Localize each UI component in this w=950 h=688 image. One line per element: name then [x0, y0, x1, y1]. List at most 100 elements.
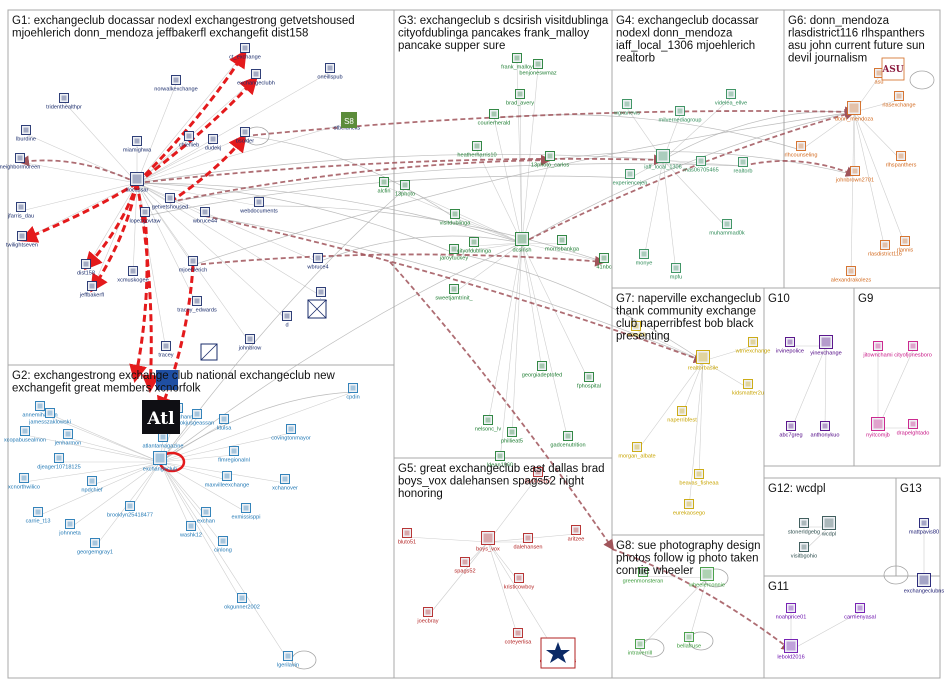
node-neighbormoreen[interactable]: neighbormoreen	[0, 153, 40, 171]
node-cityofjonesboro[interactable]: cityofjonesboro	[894, 341, 932, 359]
node-yinexchange[interactable]: yinexchange	[810, 335, 842, 357]
node-wheelerconnie[interactable]: wheelerconnie	[688, 567, 725, 589]
node-realtorb[interactable]: realtorb	[734, 157, 753, 175]
node-jfarris-dau[interactable]: jfarris_dau	[7, 202, 34, 220]
node-norwalkexchange[interactable]: norwalkexchange	[154, 75, 198, 93]
node-maxvilleexchange[interactable]: maxvilleexchange	[205, 471, 249, 489]
node-wgxanews[interactable]: wgxanews	[613, 99, 640, 117]
node-xchanover[interactable]: xchanover	[272, 474, 298, 492]
node-iaff-local-1306[interactable]: iaff_local_1306	[644, 149, 682, 171]
node-jaroytuckey[interactable]: jaroytuckey	[439, 244, 468, 262]
node-lgerilavin[interactable]: lgerilavin	[277, 651, 299, 669]
node-brad-avery[interactable]: brad_avery	[506, 89, 534, 107]
node-miamighwa[interactable]: miamighwa	[123, 136, 152, 154]
node-jamesszaklowski[interactable]: jamesszaklowski	[28, 408, 71, 426]
node-twilightseven[interactable]: twilightseven	[6, 231, 38, 249]
node-covingtonmayor[interactable]: covingtonmayor	[271, 424, 311, 442]
node-donn-mendoza[interactable]: donn_mendoza	[835, 101, 874, 123]
node-tridenthealthpr[interactable]: tridenthealthpr	[46, 93, 82, 111]
node-wbruce4[interactable]: wbruce4	[306, 253, 329, 271]
node-wcdpl[interactable]: wcdpl	[821, 516, 836, 538]
node-tracey-edwards[interactable]: tracey_edwards	[177, 296, 217, 314]
node-bellafruse[interactable]: bellafruse	[677, 632, 701, 650]
node-docassar[interactable]: docassar	[126, 172, 149, 194]
node-videlea-ellve[interactable]: videlea_ellve	[715, 89, 747, 107]
node-exmissisppi[interactable]: exmissisppi	[232, 503, 261, 521]
node-sweetjamtrinit-[interactable]: sweetjamtrinit_	[435, 284, 474, 302]
node-intraverrill[interactable]: intraverrill	[628, 639, 652, 657]
node-mas06705465[interactable]: mas06705465	[683, 156, 719, 174]
node-boys-vox[interactable]: boys_vox	[476, 531, 500, 553]
node-fphospital[interactable]: fphospital	[577, 372, 601, 390]
node-tracey[interactable]: tracey	[158, 341, 174, 359]
node-benjoneswmaz[interactable]: benjoneswmaz	[519, 59, 557, 77]
node-jenharmon[interactable]: jenharmon	[54, 429, 81, 447]
node-lebold2016[interactable]: lebold2016	[777, 639, 805, 661]
node-kidsmatter2u[interactable]: kidsmatter2u	[732, 379, 764, 397]
node-spags52[interactable]: spags52	[454, 557, 476, 575]
node-cityofdublinga[interactable]: cityofdublinga	[457, 237, 492, 255]
node-flmregionalnl[interactable]: flmregionalnl	[218, 446, 250, 464]
node-kristicowboy[interactable]: kristicowboy	[504, 573, 535, 591]
node-djeager10718125[interactable]: djeager10718125	[37, 453, 81, 471]
node-morgan-albate[interactable]: morgan_albate	[618, 442, 656, 460]
node-washk12[interactable]: washk12	[179, 521, 202, 539]
node-chieflieb[interactable]: chieflieb	[179, 131, 200, 149]
node-coteyerlisa[interactable]: coteyerlisa	[505, 628, 533, 646]
node-jaydavis17[interactable]: jaydavis17	[524, 467, 551, 485]
node-npdchief[interactable]: npdchief	[81, 476, 103, 494]
node-dcsirish[interactable]: dcsirish	[513, 232, 532, 254]
node-okgunner2002[interactable]: okgunner2002	[224, 593, 260, 611]
node-frank-malloy[interactable]: frank_malloy	[501, 53, 533, 71]
node-nelsonc-lv[interactable]: nelsonc_lv	[475, 415, 502, 433]
node-brooklyn25418477[interactable]: brooklyn25418477	[107, 501, 153, 519]
node-greenmonsteran[interactable]: greenmonsteran	[623, 567, 664, 585]
node-naperribfest[interactable]: naperribfest	[667, 406, 697, 424]
node-mattpavis80[interactable]: mattpavis80	[909, 518, 939, 536]
node-gadcenutrition[interactable]: gadcenutrition	[550, 431, 586, 449]
node-courierherald[interactable]: courierherald	[478, 109, 511, 127]
node-visitbgohio[interactable]: visitbgohio	[791, 542, 817, 560]
node-carmenyasal[interactable]: carmenyasal	[844, 603, 876, 621]
node-41nbc[interactable]: 41nbc	[596, 253, 612, 271]
node-alcfin[interactable]: alcfin	[377, 177, 391, 195]
node-exchangeclub[interactable]: exchangeclub	[143, 451, 178, 473]
node-exchangeclubh[interactable]: exchangeclubh	[237, 69, 275, 87]
node-phillieat5[interactable]: phillieat5	[501, 427, 523, 445]
node-wtrnexchange[interactable]: wtrnexchange	[735, 337, 771, 355]
node-lopezgovtaw[interactable]: lopezgovtaw	[129, 207, 162, 225]
node-webdocuments[interactable]: webdocuments	[239, 197, 278, 215]
node-abc7greg[interactable]: abc7greg	[779, 421, 803, 439]
node-lburdine[interactable]: lburdine	[16, 125, 36, 143]
node-cpdin[interactable]: cpdin	[346, 383, 360, 401]
node-aritzee[interactable]: aritzee	[568, 525, 585, 543]
node-rlannis[interactable]: rlannis	[897, 236, 914, 254]
node-okjusgeassan[interactable]: okjusgeassan	[180, 409, 214, 427]
node-alexandrakolezs[interactable]: alexandrakolezs	[831, 266, 872, 284]
node-milvernediagroup[interactable]: milvernediagroup	[659, 106, 702, 124]
node-annemihaelen[interactable]: annemihaelen	[22, 401, 58, 419]
node-oneillspub[interactable]: oneillspub	[317, 63, 343, 81]
node-morrisbankga[interactable]: morrisbankga	[545, 235, 580, 253]
node-d[interactable]: d	[282, 311, 292, 329]
node-getvetshoused[interactable]: getvetshoused	[152, 193, 188, 211]
node-sebuildi[interactable]: sebuildi	[627, 321, 646, 339]
node-heatherharris10[interactable]: heatherharris10	[457, 141, 497, 159]
node-georgiadeptofed[interactable]: georgiadeptofed	[522, 361, 562, 379]
node-johnbrow[interactable]: johnbrow	[238, 334, 263, 352]
node-wbruce44[interactable]: wbruce44	[192, 207, 217, 225]
node-xcopabusealmon[interactable]: xcopabusealmon	[4, 426, 46, 444]
node-rlasdistrict116[interactable]: rlasdistrict116	[868, 240, 902, 258]
node-bsolder[interactable]: bsolder	[236, 127, 254, 145]
node-irvinepolice[interactable]: irvinepolice	[776, 337, 804, 355]
node-mjoehlerich[interactable]: mjoehlerich	[179, 256, 208, 274]
node-drapelghtado[interactable]: drapelghtado	[897, 419, 930, 437]
node-ct-exchange[interactable]: ct_exchange	[229, 43, 261, 61]
node-ldean1960[interactable]: ldean1960	[487, 451, 513, 469]
node-stonerldgebg[interactable]: stonerldgebg	[788, 518, 820, 536]
node-13photo[interactable]: 13photo	[395, 180, 415, 198]
node-bluto51[interactable]: bluto51	[398, 528, 416, 546]
node-carrie-t13[interactable]: carrie_t13	[26, 507, 51, 525]
node-rlhspanthers[interactable]: rlhspanthers	[886, 151, 917, 169]
node-nyitcomjb[interactable]: nyitcomjb	[866, 417, 890, 439]
